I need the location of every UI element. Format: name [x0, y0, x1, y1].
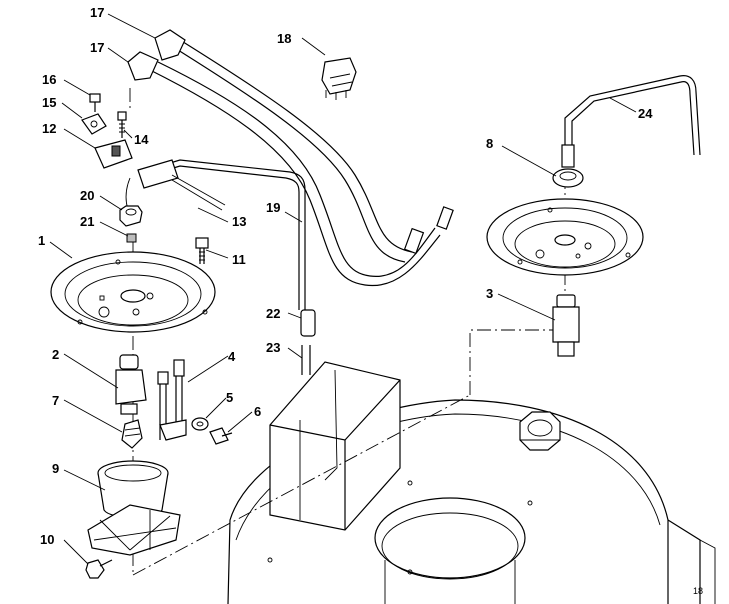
callout-10: 10 [40, 532, 54, 547]
callout-15: 15 [42, 95, 56, 110]
callout-1: 1 [38, 233, 45, 248]
callout-17a: 17 [90, 5, 104, 20]
callout-21: 21 [80, 214, 94, 229]
callout-17b: 17 [90, 40, 104, 55]
callout-2: 2 [52, 347, 59, 362]
wire-clip [321, 57, 357, 100]
callout-12: 12 [42, 121, 56, 136]
pilot-tube-24 [561, 75, 701, 168]
callout-13: 13 [232, 214, 246, 229]
callout-8: 8 [486, 136, 493, 151]
callout-5: 5 [226, 390, 233, 405]
svg-text:18: 18 [693, 586, 703, 596]
burner-shield-box [269, 361, 401, 531]
callout-6: 6 [254, 404, 261, 419]
callout-22: 22 [266, 306, 280, 321]
second-burner-plate [486, 198, 644, 276]
burner-mounting-plate [50, 251, 216, 333]
callout-18: 18 [277, 31, 291, 46]
hex-nut-8 [552, 168, 584, 188]
burner-orifice-body [115, 354, 147, 449]
callout-9: 9 [52, 461, 59, 476]
mounting-screw [195, 237, 209, 264]
callout-14: 14 [134, 132, 149, 147]
callout-4: 4 [228, 349, 236, 364]
electrode-leads [127, 29, 454, 287]
callout-3: 3 [486, 286, 493, 301]
small-hardware [81, 93, 133, 169]
burner-bolt [85, 559, 113, 579]
callout-7: 7 [52, 393, 59, 408]
callout-20: 20 [80, 188, 94, 203]
callout-23: 23 [266, 340, 280, 355]
orifice-body-3 [552, 294, 580, 357]
callout-11: 11 [232, 252, 246, 267]
washer-and-screw [191, 417, 233, 445]
callout-16: 16 [42, 72, 56, 87]
compression-nut [119, 205, 143, 243]
electrode-assembly [157, 359, 187, 441]
main-burner [87, 460, 181, 556]
callout-24: 24 [638, 106, 653, 121]
tank-nut [519, 411, 561, 451]
pilot-tube [125, 159, 306, 310]
pilot-fitting [300, 309, 316, 375]
callout-19: 19 [266, 200, 280, 215]
callout-labels: 17 17 18 16 15 14 12 13 20 21 19 1 11 22… [38, 5, 653, 547]
leader-lines [49, 13, 637, 565]
